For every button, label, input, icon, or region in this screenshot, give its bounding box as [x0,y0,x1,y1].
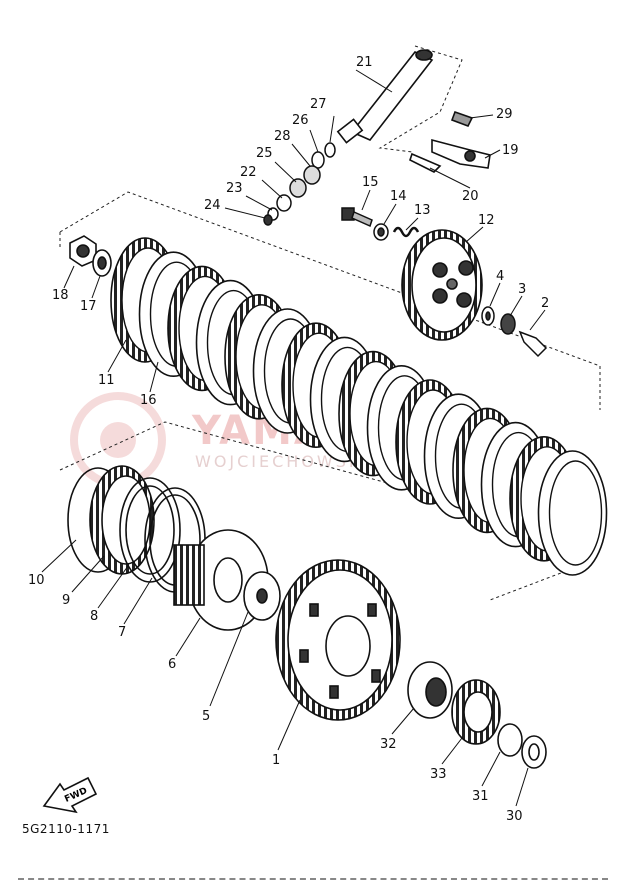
callout-26: 26 [292,113,309,128]
callout-labels: 21 27 26 28 25 22 23 24 29 19 20 15 14 1… [28,55,549,824]
callout-25: 25 [256,146,273,161]
callout-28: 28 [274,129,291,144]
callout-14: 14 [390,189,407,204]
primary-driven-gear [275,559,401,721]
watermark-subtitle: WOJCIECHOWSKI [195,452,371,471]
clutch-plate-stack [110,237,608,576]
callout-9: 9 [62,593,70,608]
callout-16: 16 [140,393,157,408]
nut-washer [69,235,112,277]
callout-24: 24 [204,198,221,213]
push-rod [336,49,434,144]
callout-30: 30 [506,809,523,824]
callout-11: 11 [98,373,115,388]
leader-lines [41,69,546,807]
callout-7: 7 [118,625,126,640]
callout-12: 12 [478,213,495,228]
forward-arrow-icon: FWD [42,776,98,814]
group-outline-shaft [378,45,463,153]
gear-bearings [407,661,547,769]
callout-4: 4 [496,269,504,284]
callout-29: 29 [496,107,513,122]
bearing-rod-set [481,306,548,358]
small-parts-chain [263,142,336,226]
scan-edge-rule [18,878,608,882]
callout-5: 5 [202,709,210,724]
callout-20: 20 [462,189,479,204]
diagram-code: 5G2110-1171 [22,822,110,836]
callout-10: 10 [28,573,45,588]
inner-components [67,465,281,631]
callout-33: 33 [430,767,447,782]
callout-15: 15 [362,175,379,190]
callout-3: 3 [518,282,526,297]
release-lever [409,110,491,173]
plate-inner-edge [548,460,603,566]
callout-19: 19 [502,143,519,158]
callout-23: 23 [226,181,243,196]
callout-18: 18 [52,288,69,303]
callout-13: 13 [414,203,431,218]
bolt-spring-set [341,207,420,241]
group-outline-plates [59,191,601,410]
callout-27: 27 [310,97,327,112]
group-outline-inner [59,421,596,601]
callout-2: 2 [541,296,549,311]
callout-8: 8 [90,609,98,624]
pressure-plate [401,229,483,341]
callout-22: 22 [240,165,257,180]
callout-31: 31 [472,789,489,804]
callout-1: 1 [272,753,280,768]
callout-17: 17 [80,299,97,314]
callout-32: 32 [380,737,397,752]
callout-21: 21 [356,55,373,70]
callout-6: 6 [168,657,176,672]
